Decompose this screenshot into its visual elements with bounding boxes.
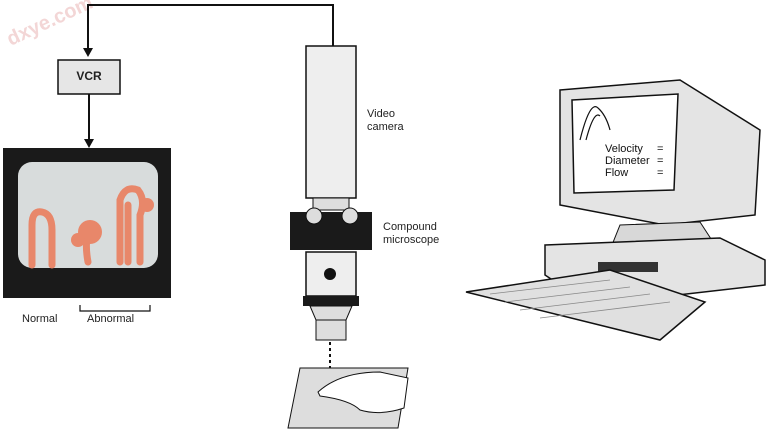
abnormal-label: Abnormal — [87, 313, 135, 325]
vcr-box — [57, 59, 121, 95]
readout-diameter: Diameter= — [605, 155, 664, 167]
signal-line — [87, 4, 334, 52]
arrow-head — [84, 139, 94, 148]
microscope-body — [290, 212, 372, 250]
normal-label: Normal — [22, 313, 58, 325]
computer-screen — [571, 93, 679, 194]
abnormal-bracket — [79, 305, 151, 312]
screen-readout: Velocity= Diameter= Flow= — [605, 143, 663, 179]
arrow-head — [83, 48, 93, 57]
microscope-label: Compound microscope — [383, 221, 439, 247]
keyboard — [465, 269, 707, 341]
label-line: camera — [367, 121, 404, 133]
readout-flow: Flow= — [605, 167, 664, 179]
label-line: microscope — [383, 234, 440, 246]
video-camera — [305, 45, 357, 199]
video-camera-label: Video camera — [367, 108, 404, 134]
hand — [317, 371, 409, 414]
screen-curve — [579, 106, 611, 141]
readout-velocity: Velocity= — [605, 143, 664, 155]
label-line: Compound — [383, 221, 437, 233]
vcr-label: VCR — [76, 69, 102, 83]
label-line: Video — [367, 108, 395, 120]
